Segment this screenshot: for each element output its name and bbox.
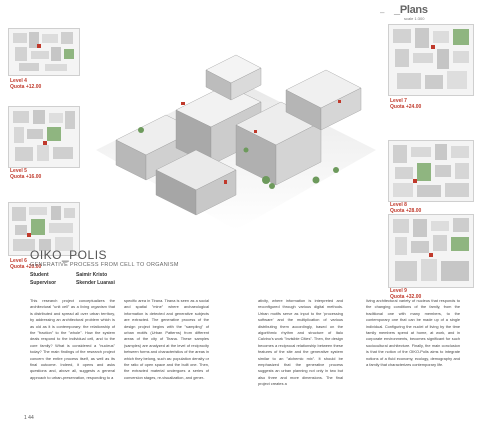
project-title: OIKO_POLIS xyxy=(30,248,108,262)
supervisor-row: Supervisor Skender Luarasi xyxy=(30,280,115,286)
body-column-3: ativity, where information is interprete… xyxy=(258,298,343,387)
student-label: Student xyxy=(30,272,49,278)
floor-plan-level-6 xyxy=(8,202,80,256)
header-dash: – xyxy=(380,8,385,17)
floor-plan-level-9 xyxy=(388,214,474,288)
page-number: 1 44 xyxy=(24,415,34,421)
floor-plan-level-7 xyxy=(388,24,474,96)
floor-plan-level-5 xyxy=(8,106,80,168)
project-subtitle: GENERATIVE PROCESS FROM CELL TO ORGANISM xyxy=(30,262,179,268)
supervisor-name: Skender Luarasi xyxy=(76,280,115,286)
body-column-2: specific area in Tirana. Tirana is seen … xyxy=(124,298,209,380)
supervisor-label: Supervisor xyxy=(30,280,57,286)
student-name: Saimir Kristo xyxy=(76,272,108,278)
plans-title: _Plans xyxy=(394,4,428,16)
floor-plan-level-4 xyxy=(8,28,80,76)
student-row: Student Saimir Kristo xyxy=(30,272,107,278)
body-column-4: living architectural variety of nucleus … xyxy=(366,298,460,368)
plans-scale: scale 1:300 xyxy=(404,16,425,21)
floor-plan-level-8 xyxy=(388,140,474,202)
body-column-1: This research project conceptualizes the… xyxy=(30,298,115,380)
axonometric-render xyxy=(86,30,380,240)
